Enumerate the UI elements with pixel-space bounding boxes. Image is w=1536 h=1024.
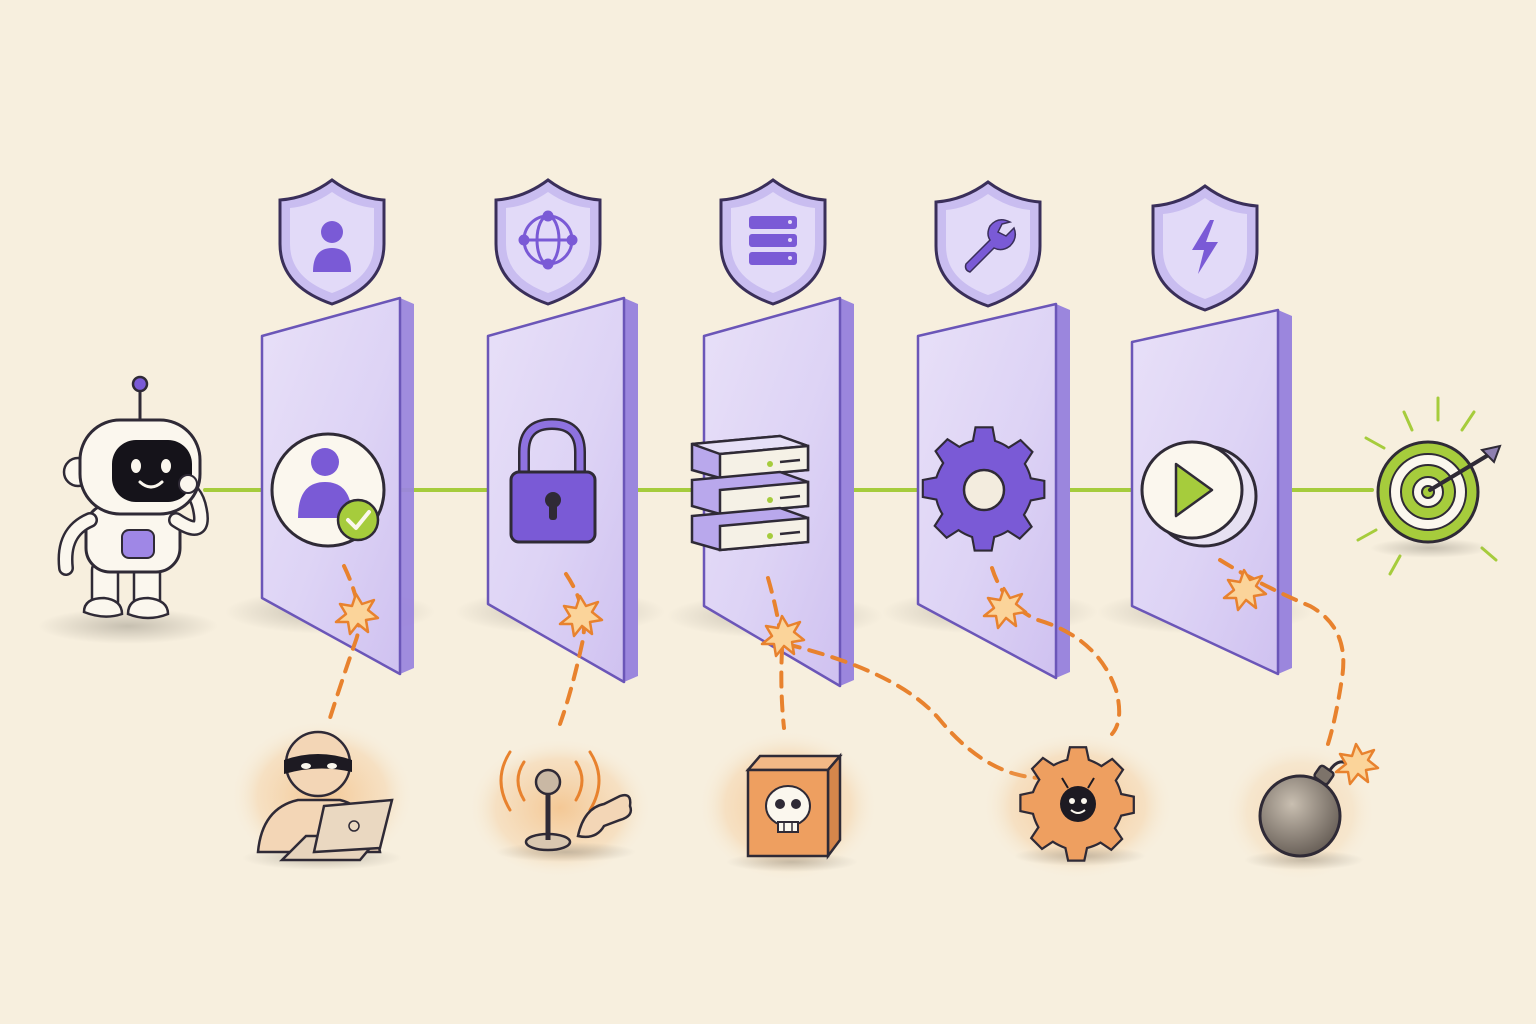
layer-4-shield xyxy=(934,180,1042,308)
lightning-icon xyxy=(1192,220,1218,274)
padlock-icon xyxy=(509,417,597,544)
target-icon xyxy=(1356,396,1502,576)
security-layer-2 xyxy=(455,178,665,684)
user-icon xyxy=(313,221,351,272)
bomb-icon xyxy=(1224,742,1380,882)
verified-user-icon xyxy=(270,432,386,548)
attack-paths xyxy=(328,558,1346,781)
impact-burst-5 xyxy=(1222,568,1268,612)
impact-burst-2 xyxy=(558,594,604,638)
layer-1-shield xyxy=(278,178,386,306)
impact-bursts xyxy=(334,568,1268,658)
gear-icon xyxy=(921,426,1046,552)
security-layer-5 xyxy=(1097,184,1313,676)
joystick-hijack-icon xyxy=(468,738,652,878)
wrench-icon xyxy=(964,219,1017,273)
impact-burst-3 xyxy=(760,614,806,658)
malware-gear-icon xyxy=(982,732,1174,880)
attack-path-2 xyxy=(558,572,586,726)
play-button-icon xyxy=(1140,440,1258,548)
masked-hacker-icon xyxy=(230,720,414,872)
robot-icon xyxy=(38,375,218,644)
server-stack-icon xyxy=(690,434,810,552)
impact-burst-4 xyxy=(982,586,1028,630)
attack-path-6 xyxy=(1218,558,1346,746)
server-stack-icon xyxy=(749,216,797,265)
security-layer-1 xyxy=(225,178,435,676)
layer-3-shield xyxy=(719,178,827,306)
impact-burst-1 xyxy=(334,592,380,636)
poison-skull-box-icon xyxy=(698,730,878,882)
layer-5-shield xyxy=(1151,184,1259,312)
layer-2-shield xyxy=(494,178,602,306)
security-layer-3 xyxy=(667,178,883,688)
security-layer-4 xyxy=(882,180,1098,680)
attack-path-1 xyxy=(328,564,362,720)
network-globe-icon xyxy=(518,210,578,270)
